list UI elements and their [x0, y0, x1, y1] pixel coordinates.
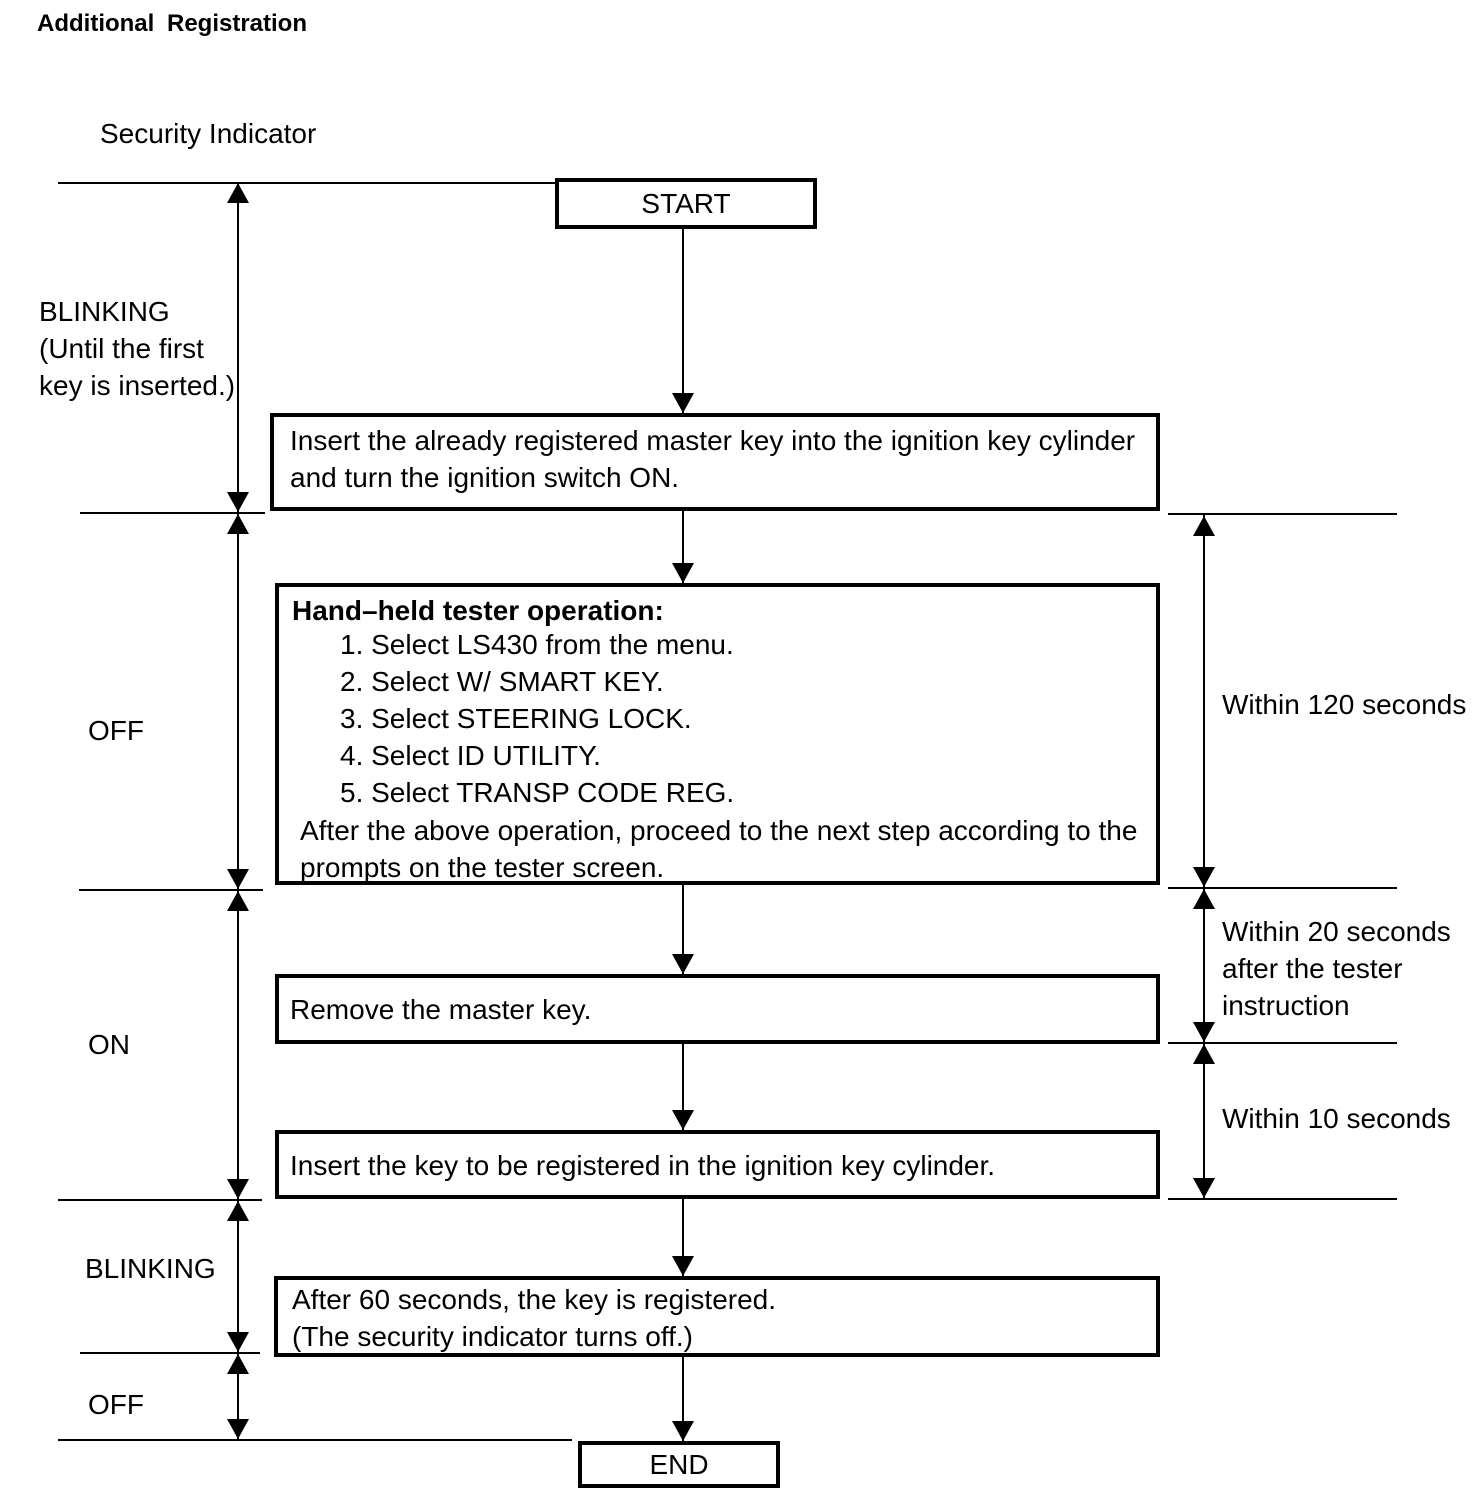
step-text-line: After 60 seconds, the key is registered.	[292, 1284, 777, 1315]
tick-line-bottom	[58, 1439, 572, 1441]
tester-item-5: 5. Select TRANSP CODE REG.	[340, 777, 735, 808]
end-node-label: END	[649, 1448, 709, 1480]
arrowhead-down-icon	[672, 563, 694, 583]
timeline-segment-blinking2	[237, 1199, 239, 1352]
timing-tick-3	[1168, 1042, 1397, 1044]
timing-tick-4	[1168, 1198, 1397, 1200]
timeline-segment-blinking1	[237, 182, 239, 512]
arrowhead-up-icon	[227, 1354, 249, 1374]
arrowhead-up-icon	[227, 514, 249, 534]
start-node-label: START	[641, 187, 731, 219]
arrowhead-down-icon	[227, 869, 249, 889]
page-title: Additional Registration	[37, 10, 307, 37]
arrowhead-up-icon	[1193, 516, 1215, 536]
flow-connector	[682, 228, 684, 413]
step-text-line: and turn the ignition switch ON.	[290, 462, 680, 493]
step-box-remove-master-key-text: Remove the master key.	[290, 994, 592, 1025]
arrowhead-down-icon	[1193, 1022, 1215, 1042]
step-text-line: Insert the already registered master key…	[290, 425, 1136, 456]
flow-connector	[682, 1357, 684, 1441]
arrowhead-up-icon	[227, 183, 249, 203]
arrowhead-down-icon	[1193, 867, 1215, 887]
tester-item-1: 1. Select LS430 from the menu.	[340, 629, 734, 660]
timeline-segment-on	[237, 889, 239, 1199]
tick-line-5	[80, 1352, 260, 1354]
arrowhead-down-icon	[227, 492, 249, 512]
flow-connector	[682, 884, 684, 974]
tester-heading: Hand–held tester operation:	[292, 595, 664, 626]
arrowhead-up-icon	[1193, 889, 1215, 909]
timing-tick-2	[1168, 887, 1397, 889]
timeline-segment-off1	[237, 512, 239, 889]
tester-item-2: 2. Select W/ SMART KEY.	[340, 666, 664, 697]
security-indicator-label: Security Indicator	[100, 118, 317, 149]
flow-connector	[682, 510, 684, 583]
timeline-segment-off2	[237, 1352, 239, 1439]
state-label-on: ON	[88, 1029, 130, 1060]
timing-label-10s: Within 10 seconds	[1222, 1103, 1451, 1134]
tester-note-line: prompts on the tester screen.	[300, 852, 665, 883]
step-text-line: (The security indicator turns off.)	[292, 1321, 693, 1352]
timing-label-line: instruction	[1222, 990, 1350, 1021]
tester-item-3: 3. Select STEERING LOCK.	[340, 703, 692, 734]
step-box-insert-master-key	[270, 413, 1160, 511]
timing-segment-10s	[1203, 1042, 1205, 1198]
timing-label-line: Within 20 seconds	[1222, 916, 1451, 947]
timing-segment-120s	[1203, 515, 1205, 887]
arrowhead-up-icon	[1193, 1044, 1215, 1064]
arrowhead-down-icon	[227, 1179, 249, 1199]
step-box-insert-master-key-text: Insert the already registered master key…	[290, 422, 1135, 496]
timing-label-20s: Within 20 seconds after the tester instr…	[1222, 913, 1451, 1024]
step-box-remove-master-key	[275, 974, 1160, 1044]
tick-line-2	[80, 512, 265, 514]
end-node: END	[578, 1441, 780, 1488]
timing-segment-20s	[1203, 887, 1205, 1042]
flow-connector	[682, 1044, 684, 1130]
state-label-off1: OFF	[88, 715, 144, 746]
tick-line-top	[58, 182, 555, 184]
tester-note-line: After the above operation, proceed to th…	[300, 815, 1138, 846]
start-node: START	[555, 178, 817, 229]
arrowhead-down-icon	[227, 1332, 249, 1352]
state-label-blinking2: BLINKING	[85, 1253, 216, 1284]
tester-note: After the above operation, proceed to th…	[300, 812, 1137, 886]
timing-label-line: after the tester	[1222, 953, 1403, 984]
state-label-line: (Until the first	[39, 333, 204, 364]
arrowhead-down-icon	[672, 393, 694, 413]
arrowhead-down-icon	[1193, 1178, 1215, 1198]
arrowhead-down-icon	[672, 1110, 694, 1130]
arrowhead-up-icon	[227, 891, 249, 911]
step-box-insert-new-key	[275, 1130, 1160, 1199]
step-box-insert-new-key-text: Insert the key to be registered in the i…	[290, 1150, 996, 1181]
step-box-key-registered	[274, 1276, 1160, 1357]
arrowhead-up-icon	[227, 1201, 249, 1221]
state-label-blinking1: BLINKING (Until the first key is inserte…	[39, 293, 235, 404]
step-box-tester-operation	[275, 583, 1160, 885]
state-label-line: key is inserted.)	[39, 370, 236, 401]
tester-item-4: 4. Select ID UTILITY.	[340, 740, 601, 771]
state-label-off2: OFF	[88, 1389, 144, 1420]
arrowhead-down-icon	[672, 954, 694, 974]
step-box-key-registered-text: After 60 seconds, the key is registered.…	[292, 1281, 776, 1355]
timing-label-120s: Within 120 seconds	[1222, 689, 1467, 720]
arrowhead-down-icon	[672, 1421, 694, 1441]
arrowhead-down-icon	[227, 1419, 249, 1439]
state-label-line: BLINKING	[39, 296, 170, 327]
tick-line-4	[58, 1199, 262, 1201]
flow-connector	[682, 1198, 684, 1276]
timing-tick-1	[1168, 513, 1397, 515]
tick-line-3	[79, 889, 263, 891]
arrowhead-down-icon	[672, 1256, 694, 1276]
